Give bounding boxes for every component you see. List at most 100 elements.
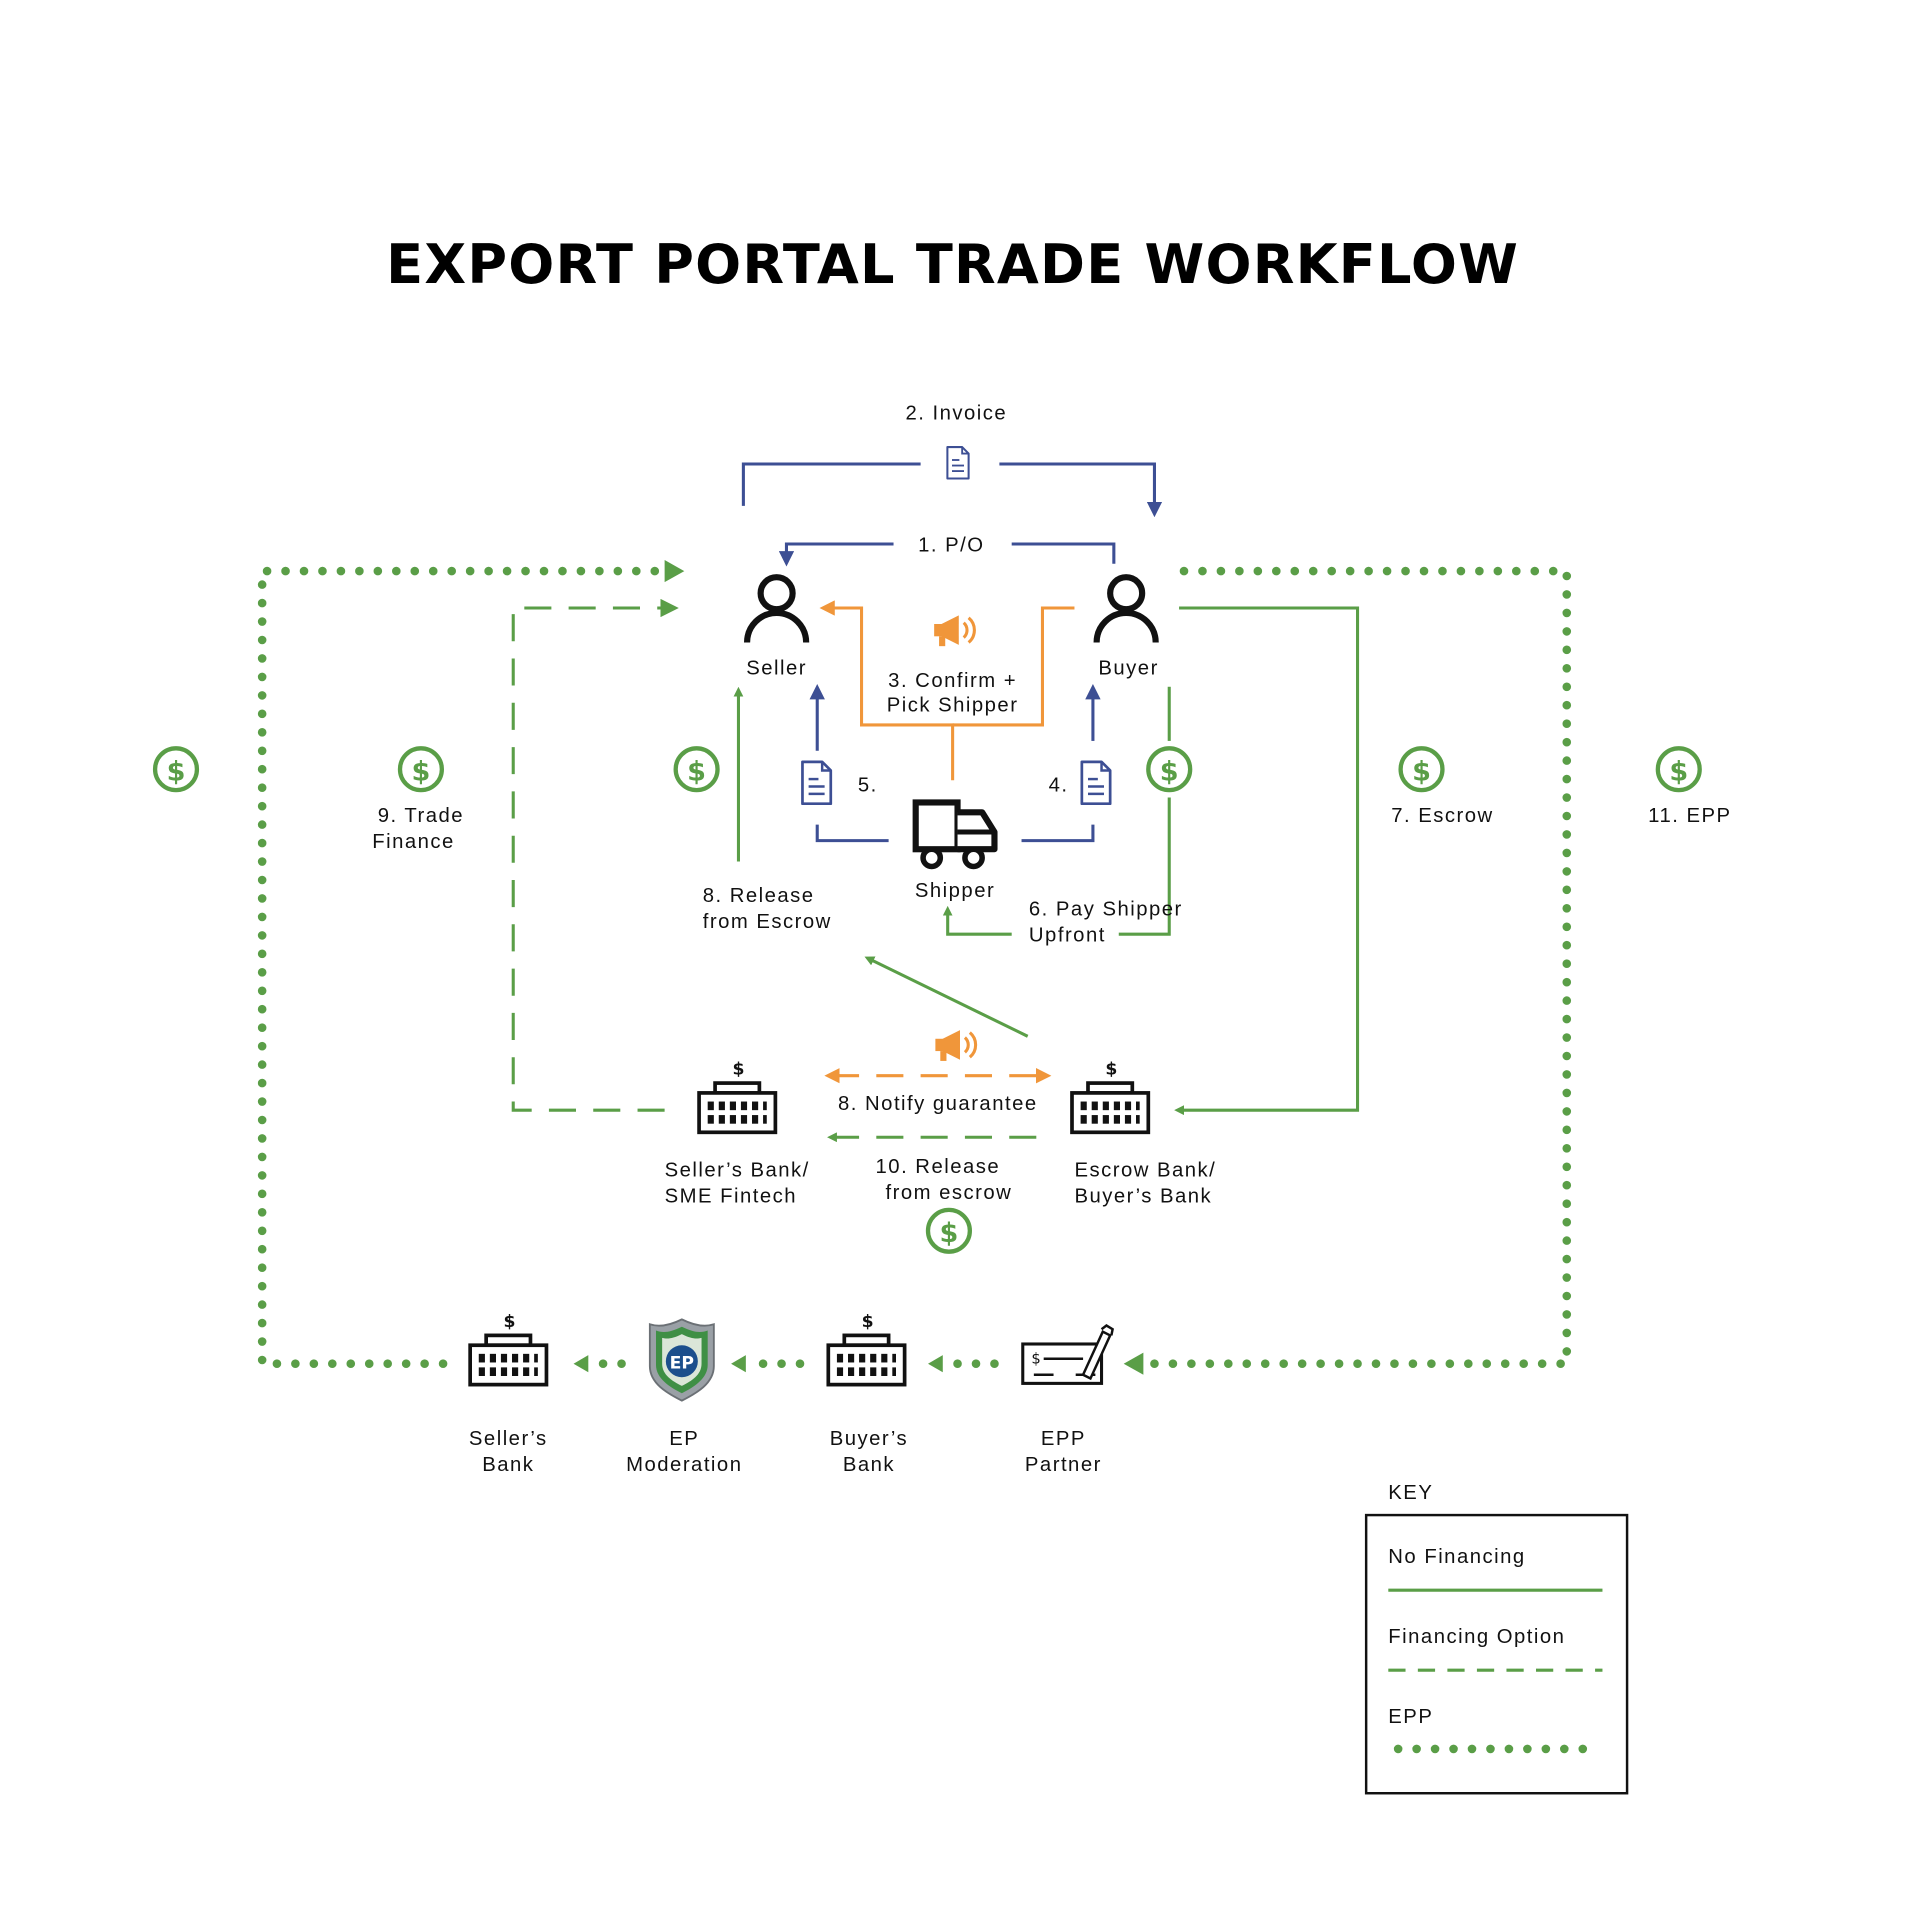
page-title: EXPORT PORTAL TRADE WORKFLOW — [386, 233, 1519, 296]
step-7-flow: $ 7. Escrow — [1174, 606, 1493, 1116]
step-7-label: 7. Escrow — [1391, 805, 1493, 827]
epp-buyers-bank-icon — [826, 1333, 907, 1387]
epp-sellers-bank-label-line1: Seller’s — [469, 1428, 548, 1450]
epp-sellers-bank-label-line2: Bank — [482, 1454, 534, 1476]
epp-partner-label-line1: EPP — [1041, 1428, 1086, 1450]
trade-finance-dollar-glyph: $ — [412, 756, 431, 787]
epp-sellers-bank-node: $ Seller’s Bank — [468, 1312, 549, 1476]
svg-text:$: $ — [1031, 1351, 1040, 1368]
step-10-label-line1: 10. Release — [876, 1156, 1001, 1178]
epp-buyers-bank-node: $ Buyer’s Bank — [826, 1312, 908, 1476]
step-4-label: 4. — [1049, 774, 1069, 796]
seller-person-icon — [747, 577, 806, 642]
invoice-flow: 2. Invoice — [741, 403, 1163, 518]
epp-sellers-bank-icon — [468, 1333, 549, 1387]
step-5-line — [815, 824, 889, 843]
escrow-arrow-to-escrow-bank — [1174, 606, 1360, 1116]
escrow-release-diagonal-arrow — [864, 956, 1029, 1038]
epp-buyers-bank-label-line1: Buyer’s — [830, 1428, 908, 1450]
step-6-label-line1: 6. Pay Shipper — [1029, 899, 1183, 921]
confirm-arrow-to-seller — [819, 600, 955, 781]
step-4-document-icon — [1080, 760, 1112, 806]
confirm-line-to-buyer — [952, 606, 1075, 727]
legend: KEY No Financing Financing Option EPP — [1364, 1482, 1629, 1795]
legend-item-financing-option: Financing Option — [1388, 1626, 1565, 1648]
step-8b-label: 8. Notify guarantee — [838, 1093, 1038, 1115]
epp-partner-node: $ EPP Partner — [1021, 1324, 1114, 1476]
step-3-label-line2: Pick Shipper — [887, 694, 1019, 716]
escrow-bank-dollar: $ — [1105, 1059, 1117, 1079]
buyer-person-icon — [1097, 577, 1156, 642]
ep-logo-text: EP — [670, 1354, 694, 1374]
epp-left-dollar-glyph: $ — [167, 756, 186, 787]
escrow-bank-node: $ Escrow Bank/ Buyer’s Bank — [1070, 1059, 1216, 1207]
step-11-label: 11. EPP — [1648, 805, 1731, 827]
step-8a-label-line1: 8. Release — [703, 885, 815, 907]
seller-node: Seller — [746, 577, 807, 679]
step-5-flow: 5. — [801, 684, 889, 843]
ep-moderation-label-line1: EP — [669, 1428, 699, 1450]
epp-buyers-bank-label-line2: Bank — [843, 1454, 895, 1476]
escrow-bank-icon — [1070, 1081, 1151, 1135]
step-9-flow: $ 9. Trade Finance — [372, 598, 679, 1112]
step-4-flow: 4. — [1021, 684, 1112, 843]
sellers-bank-label-line2: SME Fintech — [665, 1185, 797, 1207]
shipper-node: Shipper — [912, 799, 998, 902]
confirm-flow: 3. Confirm + Pick Shipper — [819, 600, 1075, 781]
step-6-arrow-to-shipper — [942, 905, 1012, 936]
po-arrow-to-seller — [778, 542, 894, 567]
sellers-bank-dollar: $ — [732, 1059, 744, 1079]
step-4-line — [1021, 824, 1095, 843]
epp-sellers-bank-dollar: $ — [504, 1312, 516, 1332]
sellers-bank-icon — [697, 1081, 778, 1135]
step-6-line-right — [1118, 797, 1171, 936]
truck-icon — [912, 799, 998, 870]
megaphone-icon — [932, 613, 976, 648]
sellers-bank-label-line1: Seller’s Bank/ — [665, 1160, 810, 1182]
step-8a-label-line2: from Escrow — [703, 911, 832, 933]
epp-dotted-right — [1140, 566, 1572, 1369]
epp-arrowhead-to-seller — [664, 560, 685, 583]
invoice-document-icon — [946, 446, 970, 480]
trade-finance-dashed-arrow — [511, 598, 679, 1112]
legend-heading: KEY — [1388, 1482, 1433, 1504]
step-3-label-line1: 3. Confirm + — [888, 670, 1017, 692]
ep-moderation-label-line2: Moderation — [626, 1454, 742, 1476]
epp-arrowhead-to-buyersbank — [928, 1355, 943, 1373]
escrow-bank-label-line2: Buyer’s Bank — [1074, 1185, 1212, 1207]
buyer-label: Buyer — [1098, 657, 1158, 679]
seller-label: Seller — [746, 657, 807, 679]
step-2-label: 2. Invoice — [905, 403, 1007, 425]
release-dollar-glyph: $ — [687, 756, 706, 787]
legend-item-no-financing: No Financing — [1388, 1546, 1525, 1568]
epp-arrowhead-to-partner — [1123, 1352, 1144, 1375]
ep-shield-logo: EP — [648, 1318, 715, 1402]
step-6-dollar-glyph: $ — [1160, 756, 1179, 787]
check-signing-icon: $ — [1021, 1324, 1114, 1385]
step-10-flow: 10. Release from escrow $ — [827, 1132, 1037, 1251]
step-1-label: 1. P/O — [918, 534, 984, 556]
legend-item-epp: EPP — [1388, 1706, 1433, 1728]
invoice-line-left — [741, 462, 921, 506]
epp-dotted-left — [257, 566, 664, 1369]
step-8b-flow: 8. Notify guarantee — [824, 1028, 1052, 1115]
sellers-bank-node: $ Seller’s Bank/ SME Fintech — [665, 1059, 810, 1207]
step-9-label-line1: 9. Trade — [378, 805, 464, 827]
epp-arrowhead-to-sellersbank — [573, 1355, 589, 1373]
shipper-label: Shipper — [915, 880, 995, 902]
escrow-bank-label-line1: Escrow Bank/ — [1074, 1160, 1216, 1182]
step-5-label: 5. — [858, 774, 878, 796]
notify-megaphone-icon — [933, 1028, 978, 1063]
invoice-arrow-to-buyer — [999, 462, 1163, 518]
buyer-node: Buyer — [1097, 577, 1159, 679]
step-10-dollar-glyph: $ — [940, 1218, 959, 1249]
step-9-label-line2: Finance — [372, 831, 455, 853]
epp-partner-label-line2: Partner — [1025, 1454, 1102, 1476]
step-8a-flow: $ 8. Release from Escrow — [676, 686, 1029, 1038]
po-line-right — [1011, 542, 1116, 564]
epp-arrowhead-to-moderation — [731, 1355, 746, 1373]
step-5-document-icon — [801, 760, 833, 806]
step-10-label-line2: from escrow — [886, 1182, 1013, 1204]
epp-right-dollar-glyph: $ — [1669, 756, 1688, 787]
